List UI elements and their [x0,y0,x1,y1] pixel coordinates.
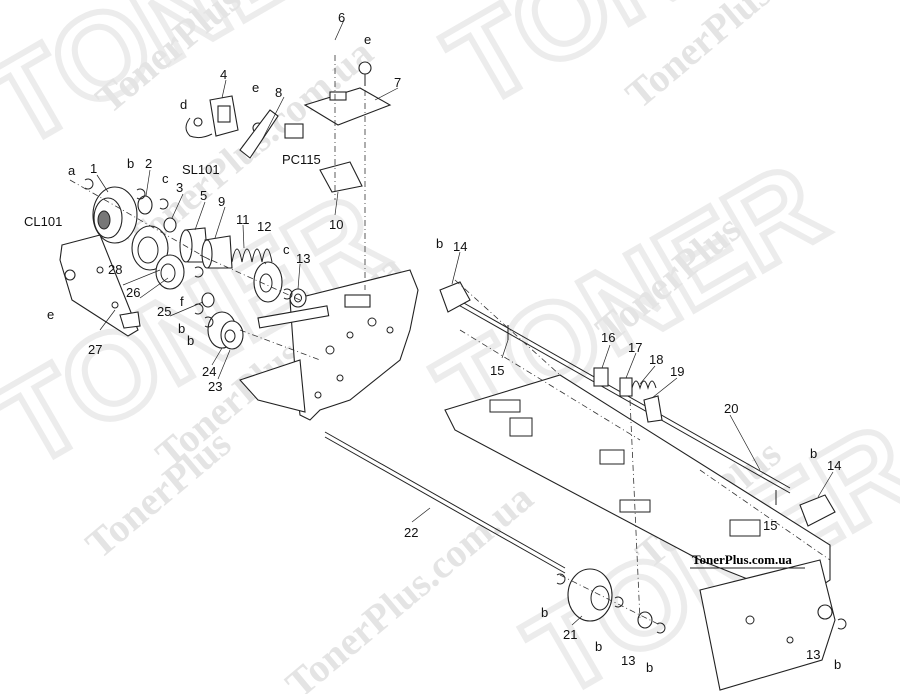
callout-14-right: 14 [827,458,841,473]
callout-9: 9 [218,194,225,209]
callout-6: 6 [338,10,345,25]
callout-a: a [68,163,76,178]
callout-7: 7 [394,75,401,90]
callout-15-right: 15 [763,518,777,533]
callout-d: d [180,97,187,112]
sensor-assembly [284,87,392,193]
callout-23: 23 [208,379,222,394]
callout-13-mid: 13 [621,653,635,668]
upper-shaft-assembly [439,281,836,527]
callout-b-2: b [178,321,185,336]
callout-20: 20 [724,401,738,416]
callout-24: 24 [202,364,216,379]
callout-b-9: b [834,657,841,672]
callout-4: 4 [220,67,227,82]
callout-cl101: CL101 [24,214,62,229]
side-frame [239,269,419,421]
callout-c-1: c [162,171,169,186]
callout-8: 8 [275,85,282,100]
callout-26: 26 [126,285,140,300]
callout-b-4: b [436,236,443,251]
callout-12: 12 [257,219,271,234]
assembly-guides [69,55,831,626]
callout-16: 16 [601,330,615,345]
callout-b-6: b [541,605,548,620]
callout-2: 2 [145,156,152,171]
solenoid-assembly [185,95,279,159]
callout-14-left: 14 [453,239,467,254]
callout-5: 5 [200,188,207,203]
callout-10: 10 [329,217,343,232]
callout-15-left: 15 [490,363,504,378]
callout-17: 17 [628,340,642,355]
callout-28: 28 [108,262,122,277]
callout-13-right: 13 [806,647,820,662]
leader-lines [96,19,834,626]
base-plate [444,374,836,691]
watermark-domain-3: TonerPlus.com.ua [277,475,541,694]
callout-e-top: e [364,32,371,47]
lower-shaft-assembly [324,431,847,634]
callout-21: 21 [563,627,577,642]
callout-1: 1 [90,161,97,176]
callout-25: 25 [157,304,171,319]
callout-e-left: e [47,307,54,322]
bracket-27 [59,234,141,337]
url-caption-text: TonerPlus.com.ua [692,552,792,567]
callout-b-5: b [810,446,817,461]
callout-e-mid: e [252,80,259,95]
callout-labels: 6 e 7 4 d e 8 PC115 SL101 1 a b 2 c 3 CL… [24,10,841,675]
callout-19: 19 [670,364,684,379]
callout-13-left: 13 [296,251,310,266]
callout-b-3: b [187,333,194,348]
callout-18: 18 [649,352,663,367]
callout-11: 11 [236,212,250,227]
callout-b-8: b [646,660,653,675]
callout-22: 22 [404,525,418,540]
callout-b-1: b [127,156,134,171]
url-caption: TonerPlus.com.ua [690,552,805,569]
callout-f: f [180,294,184,309]
callout-27: 27 [88,342,102,357]
callout-pc115: PC115 [282,152,321,167]
callout-b-7: b [595,639,602,654]
callout-sl101: SL101 [182,162,220,177]
callout-c-2: c [283,242,290,257]
callout-3: 3 [176,180,183,195]
